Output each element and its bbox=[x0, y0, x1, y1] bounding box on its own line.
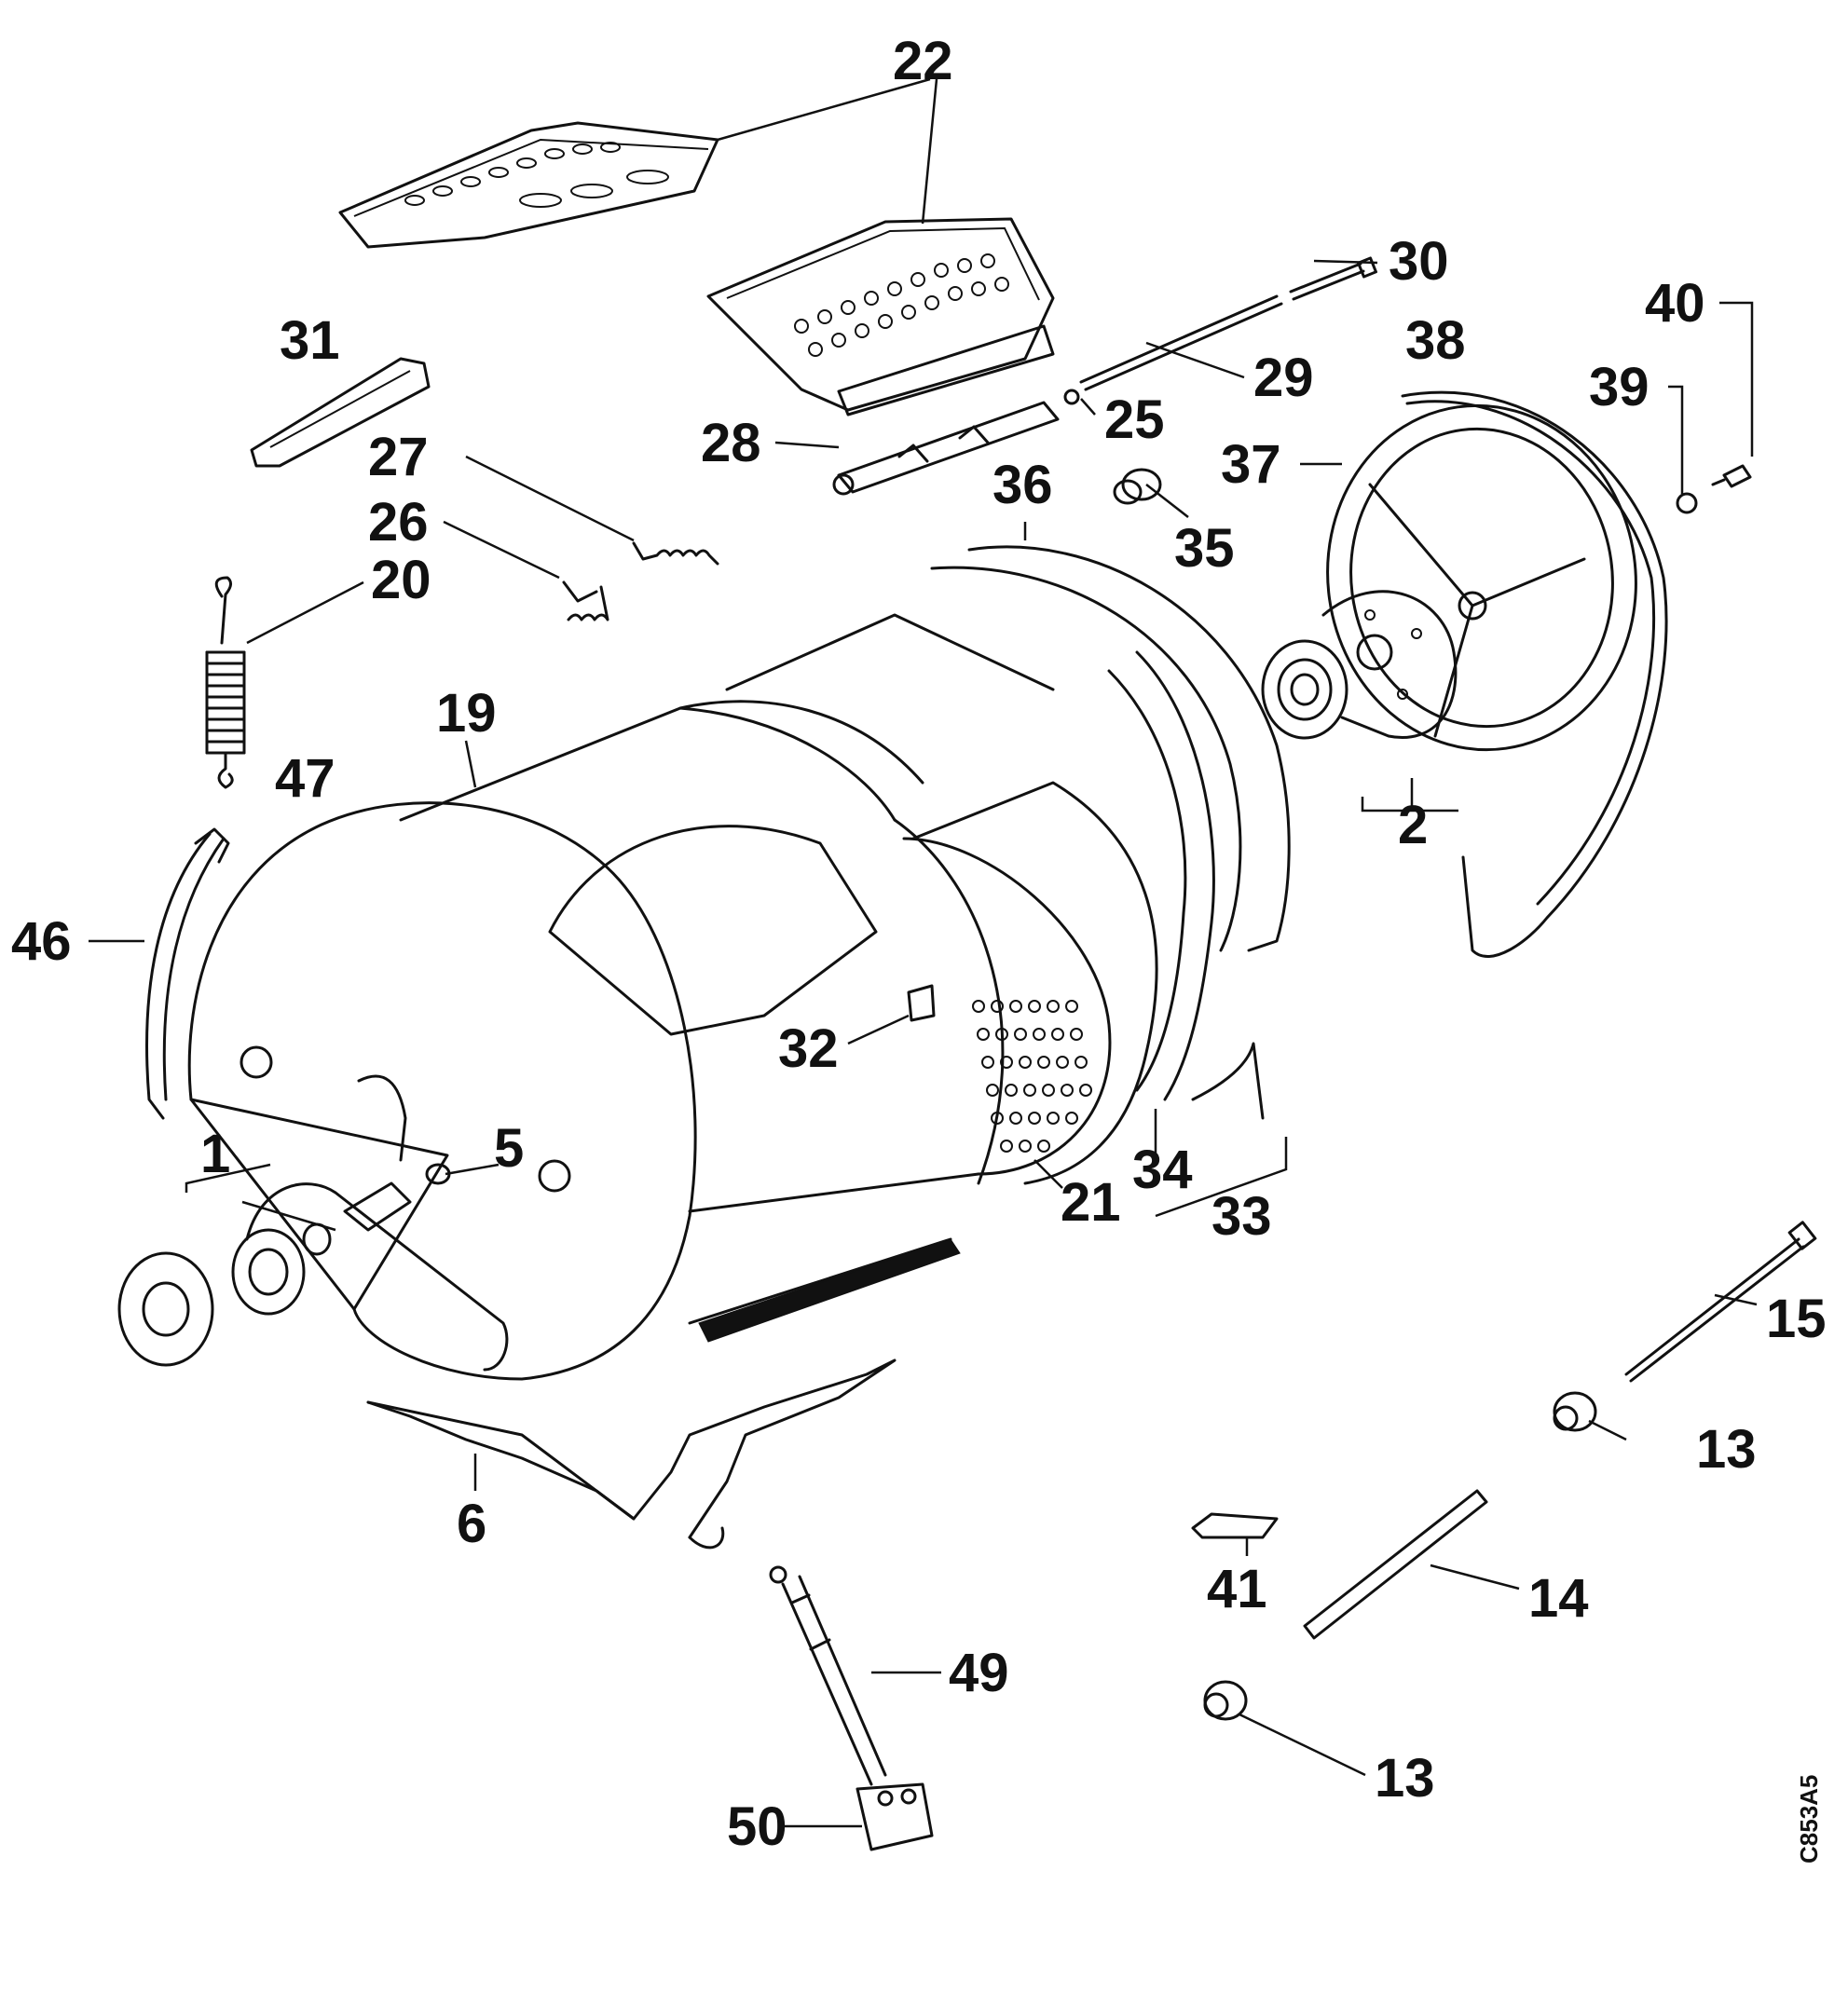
label-13-upper: 13 bbox=[1696, 1419, 1757, 1480]
label-36: 36 bbox=[992, 455, 1053, 515]
label-50: 50 bbox=[727, 1796, 787, 1857]
part-19-tub-body bbox=[399, 700, 1005, 1343]
part-2-bearing-assembly bbox=[1261, 590, 1458, 740]
label-40: 40 bbox=[1645, 273, 1705, 334]
label-6: 6 bbox=[457, 1494, 486, 1554]
label-47: 47 bbox=[275, 748, 335, 809]
label-20: 20 bbox=[371, 550, 431, 610]
label-26: 26 bbox=[368, 492, 429, 553]
label-37: 37 bbox=[1221, 434, 1281, 495]
leader-lines bbox=[89, 77, 1758, 1828]
label-21: 21 bbox=[1061, 1172, 1121, 1233]
part-25-nut bbox=[1063, 389, 1080, 405]
part-15-rod bbox=[1624, 1221, 1817, 1383]
part-31-cover bbox=[250, 357, 431, 468]
label-38: 38 bbox=[1405, 310, 1466, 371]
label-49: 49 bbox=[949, 1643, 1009, 1703]
part-46-bracket bbox=[145, 827, 230, 1120]
label-19: 19 bbox=[436, 683, 497, 744]
part-22-upper-plate bbox=[338, 121, 719, 249]
part-39-washer bbox=[1676, 492, 1698, 514]
part-29-30-rod bbox=[1079, 256, 1377, 391]
label-22: 22 bbox=[893, 31, 953, 91]
part-22-lower-plate bbox=[706, 217, 1055, 416]
part-50-foot bbox=[856, 1782, 934, 1851]
label-14: 14 bbox=[1528, 1568, 1589, 1629]
label-30: 30 bbox=[1389, 231, 1449, 292]
part-1-front-bearing bbox=[117, 1181, 412, 1367]
part-labels: 22 30 40 31 38 39 29 25 28 27 37 36 35 2… bbox=[11, 31, 1827, 1857]
label-5: 5 bbox=[494, 1118, 524, 1179]
part-20-spring bbox=[205, 576, 246, 789]
part-49-shock-absorber bbox=[769, 1565, 887, 1786]
part-38-belt bbox=[1401, 390, 1668, 958]
label-34: 34 bbox=[1132, 1140, 1193, 1200]
label-25: 25 bbox=[1104, 389, 1165, 450]
drawing-code: C853A5 bbox=[1795, 1775, 1823, 1864]
label-41: 41 bbox=[1207, 1559, 1267, 1619]
label-15: 15 bbox=[1766, 1289, 1827, 1349]
part-33-rear-flange bbox=[1191, 1042, 1265, 1120]
part-36-tub-ring bbox=[930, 545, 1291, 952]
label-1: 1 bbox=[200, 1124, 230, 1184]
part-13-bushing-lower bbox=[1203, 1680, 1248, 1721]
part-35-knob bbox=[1113, 468, 1162, 505]
label-33: 33 bbox=[1211, 1186, 1272, 1247]
part-41-clip bbox=[1191, 1512, 1279, 1539]
part-37-pulley bbox=[1326, 403, 1637, 752]
label-2: 2 bbox=[1398, 795, 1428, 855]
part-34-seal bbox=[1107, 650, 1215, 1101]
part-27-spring bbox=[632, 541, 719, 566]
part-6-tub-base bbox=[366, 1358, 897, 1550]
label-28: 28 bbox=[701, 413, 761, 473]
label-32: 32 bbox=[778, 1018, 839, 1079]
part-26-spring bbox=[562, 580, 609, 621]
label-29: 29 bbox=[1253, 348, 1314, 408]
part-14-tube bbox=[1303, 1489, 1488, 1640]
part-32-lifter bbox=[907, 984, 936, 1022]
label-39: 39 bbox=[1589, 357, 1650, 417]
label-13-lower: 13 bbox=[1375, 1748, 1435, 1809]
label-35: 35 bbox=[1174, 518, 1235, 579]
label-31: 31 bbox=[280, 310, 340, 371]
part-13-bushing-upper bbox=[1553, 1391, 1597, 1432]
label-46: 46 bbox=[11, 911, 72, 972]
part-28-hinge bbox=[832, 401, 1060, 496]
part-47-tub-front bbox=[187, 801, 697, 1381]
part-21-drum bbox=[725, 613, 1158, 1185]
label-27: 27 bbox=[368, 427, 429, 487]
part-40-bolt bbox=[1711, 464, 1752, 488]
